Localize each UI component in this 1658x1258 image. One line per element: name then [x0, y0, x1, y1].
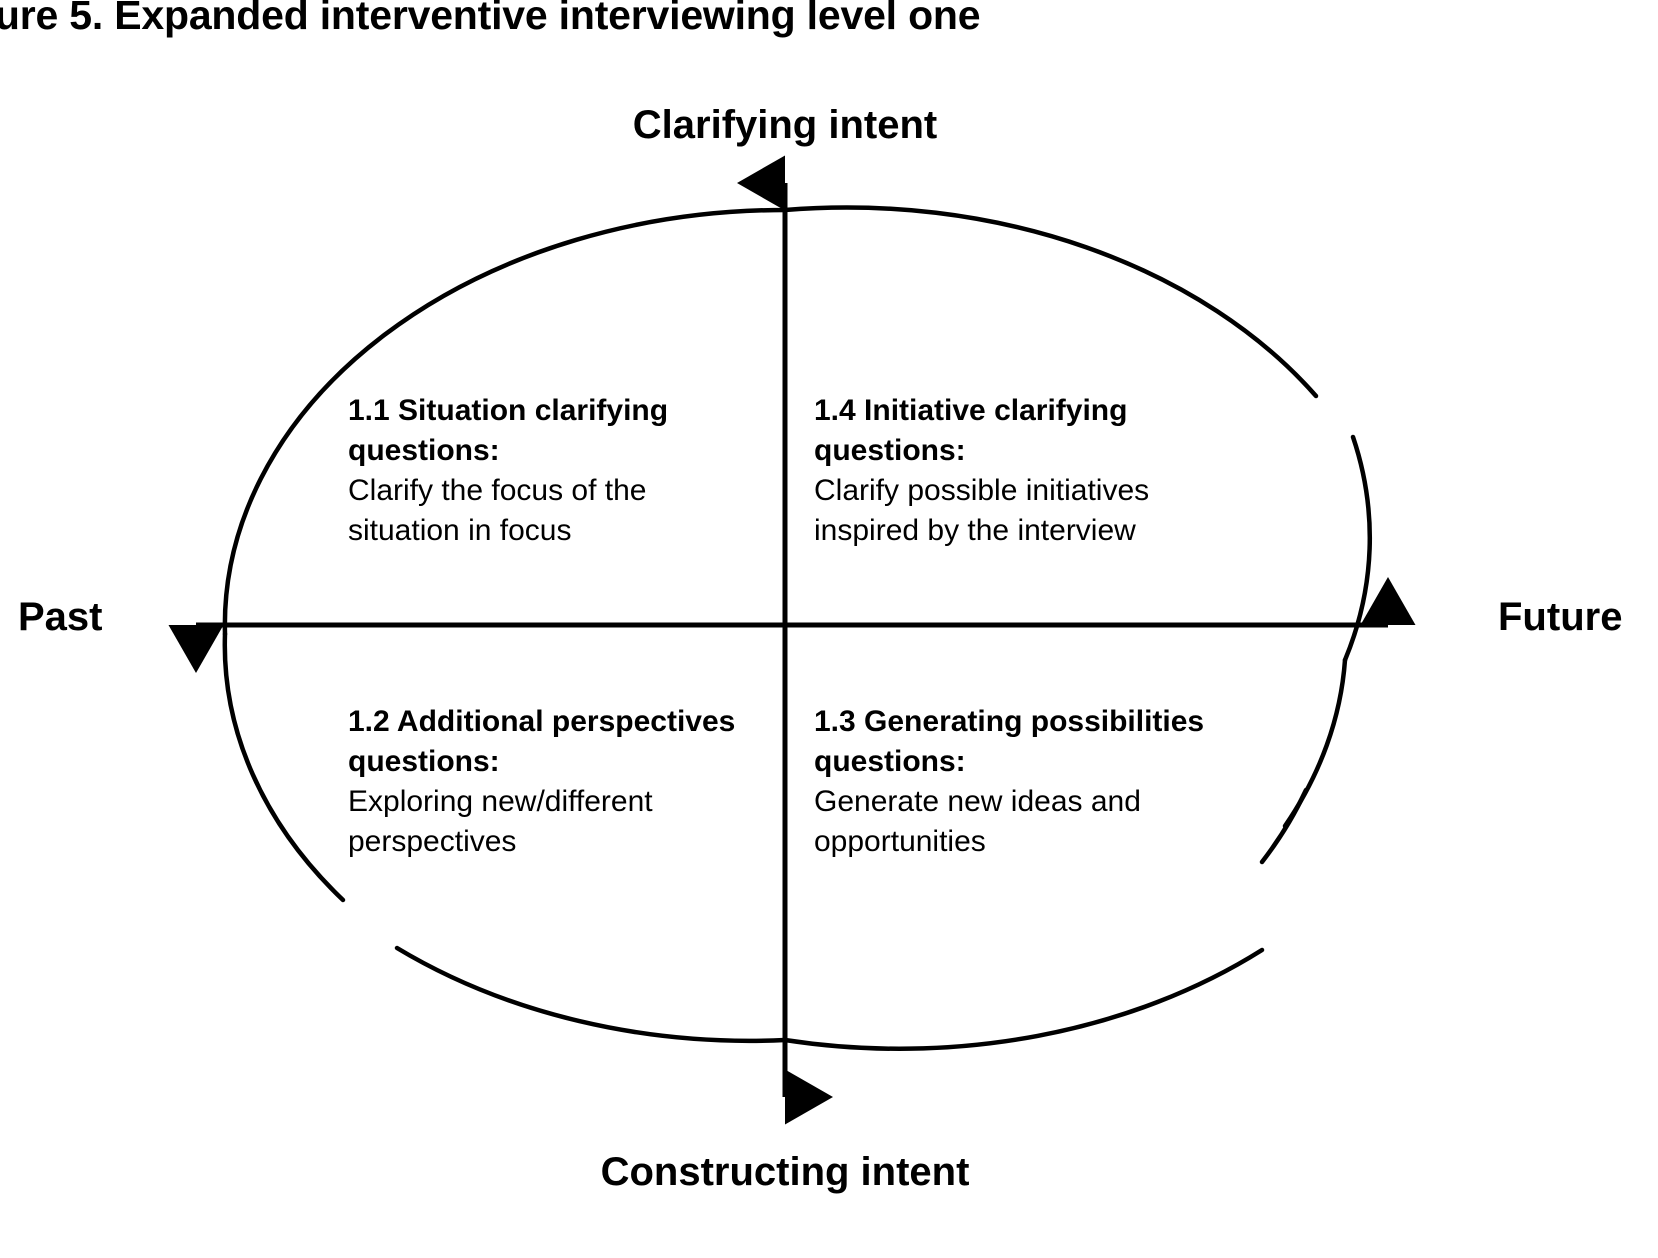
quadrant-description: Clarify possible initiatives inspired by… [814, 473, 1150, 547]
axis-label-constructing-intent: Constructing intent [600, 1150, 970, 1194]
quadrant-top-right: 1.4 Initiative clarifying questions: Cla… [814, 391, 1224, 551]
quadrant-title: 1.1 Situation clarifying questions: [348, 394, 669, 467]
quadrant-description: Exploring new/different perspectives [348, 784, 653, 858]
ellipse-arc-top [222, 205, 1319, 637]
axis-label-clarifying-intent: Clarifying intent [632, 103, 938, 147]
ellipse-arc-right-lower [1282, 657, 1348, 829]
ellipse-arc-right-tail [1259, 787, 1309, 865]
quadrant-title: 1.2 Additional perspectives questions: [348, 705, 736, 778]
quadrant-description: Generate new ideas and opportunities [814, 784, 1141, 858]
quadrant-description: Clarify the focus of the situation in fo… [348, 473, 647, 547]
quadrant-title: 1.4 Initiative clarifying questions: [814, 394, 1128, 467]
axis-label-future: Future [1498, 595, 1623, 639]
quadrant-title: 1.3 Generating possibilities questions: [814, 705, 1205, 778]
figure-title: gure 5. Expanded interventive interviewi… [0, 0, 981, 38]
ellipse-arc-left-lower [222, 631, 346, 903]
quadrant-bottom-right: 1.3 Generating possibilities questions: … [814, 702, 1224, 862]
ellipse-outline [222, 205, 1373, 1051]
ellipse-arc-bottom [394, 945, 1265, 1051]
quadrant-top-left: 1.1 Situation clarifying questions: Clar… [348, 391, 758, 551]
quadrant-bottom-left: 1.2 Additional perspectives questions: E… [348, 702, 758, 862]
axis-label-past: Past [18, 595, 103, 639]
